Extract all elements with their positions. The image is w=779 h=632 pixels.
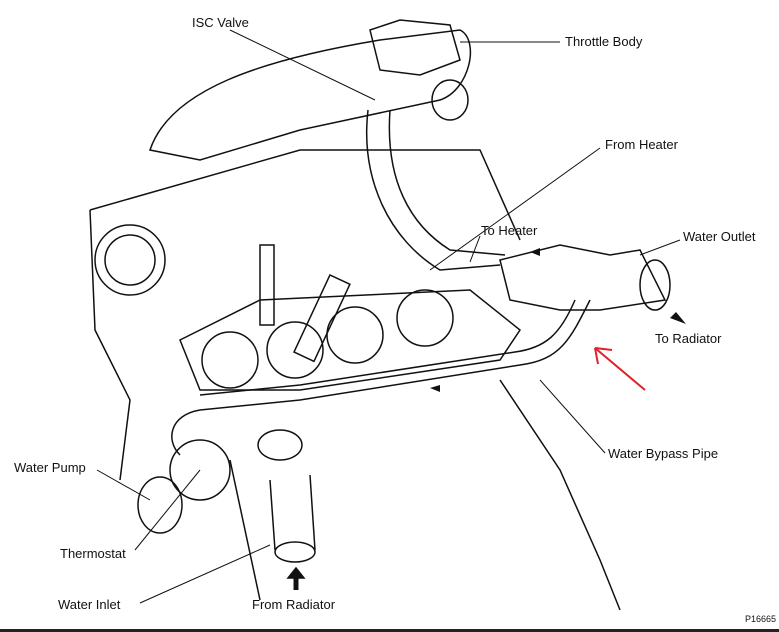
label-water-outlet: Water Outlet [683, 229, 756, 244]
water-pump [137, 439, 231, 534]
label-water-pump: Water Pump [14, 460, 86, 475]
heater-hoses [366, 109, 506, 271]
water-outlet [499, 244, 671, 311]
flow-arrows [430, 248, 686, 392]
intake-manifold [149, 19, 472, 161]
label-water-bypass-pipe: Water Bypass Pipe [608, 446, 719, 461]
water-bypass-pipe [171, 299, 591, 456]
label-to-radiator: To Radiator [655, 331, 722, 346]
label-to-heater: To Heater [481, 223, 538, 238]
label-throttle-body: Throttle Body [565, 34, 643, 49]
leader-lines [96, 29, 681, 604]
label-from-radiator: From Radiator [252, 597, 336, 612]
label-isc-valve: ISC Valve [192, 15, 249, 30]
cylinder-head [179, 244, 522, 391]
label-water-inlet: Water Inlet [58, 597, 121, 612]
label-from-heater: From Heater [605, 137, 678, 152]
bottom-border [0, 629, 779, 632]
highlight-arrow [594, 347, 646, 391]
label-thermostat: Thermostat [60, 546, 126, 561]
water-inlet [257, 429, 316, 590]
figure-code: P16665 [745, 614, 777, 624]
